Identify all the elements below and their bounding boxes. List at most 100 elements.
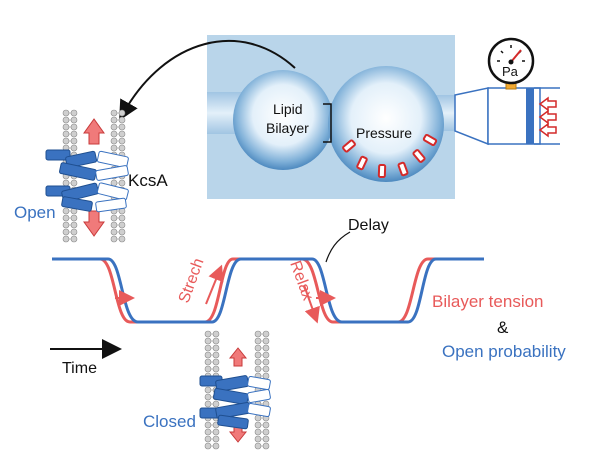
lipid-head — [254, 358, 262, 366]
lipid-head — [70, 221, 78, 229]
transfer-arrow — [119, 39, 296, 121]
lipid-head — [204, 393, 212, 401]
lipid-head — [70, 137, 78, 145]
lipid-head — [62, 137, 70, 145]
lipid-head — [118, 228, 126, 236]
open-channel-icon: KcsA Open — [14, 118, 168, 237]
closed-label: Closed — [143, 412, 196, 431]
stretch-label: Strech — [176, 256, 208, 305]
left-droplet — [233, 70, 333, 170]
lipid-head — [70, 228, 78, 236]
right-droplet — [328, 66, 444, 182]
lipid-head — [254, 365, 262, 373]
lipid-head — [262, 344, 270, 352]
lipid-head — [212, 428, 220, 436]
lipid-head — [262, 358, 270, 366]
lipid-head — [262, 337, 270, 345]
relax-label: Relax — [286, 259, 316, 303]
lipid-head — [70, 116, 78, 124]
lipid-head — [254, 337, 262, 345]
lipid-head — [62, 116, 70, 124]
lipid-head — [110, 235, 118, 243]
lipid-head — [70, 214, 78, 222]
open-probability-curve — [52, 257, 484, 324]
lipid-head — [70, 123, 78, 131]
lipid-head — [62, 214, 70, 222]
lipid-head — [110, 228, 118, 236]
lipid-head — [262, 428, 270, 436]
lipid-label: Lipid — [273, 101, 303, 117]
lipid-head — [204, 330, 212, 338]
delay-plot: Strech Relax Delay Time Bilayer tension … — [50, 217, 566, 377]
stretch-arrow — [205, 264, 224, 305]
lipid-head — [262, 372, 270, 380]
lipid-head — [110, 214, 118, 222]
lipid-head — [70, 179, 78, 187]
bilayer-label: Bilayer — [266, 120, 309, 136]
lipid-head — [212, 351, 220, 359]
bilayer-bracket — [323, 103, 332, 143]
lipid-head — [262, 435, 270, 443]
pressure-label: Pressure — [356, 125, 412, 141]
lipid-head — [212, 400, 220, 408]
lipid-head — [62, 228, 70, 236]
lipid-head — [110, 116, 118, 124]
lipid-head — [110, 221, 118, 229]
kcsa-label: KcsA — [128, 171, 168, 190]
lipid-head — [204, 365, 212, 373]
lipid-head — [212, 330, 220, 338]
legend-open: Open probability — [442, 342, 566, 361]
lipid-head — [262, 365, 270, 373]
lipid-head — [262, 421, 270, 429]
lipid-head — [212, 442, 220, 450]
lipid-head — [254, 421, 262, 429]
lipid-head — [118, 179, 126, 187]
lipid-head — [62, 179, 70, 187]
push-arrows — [538, 96, 557, 138]
lipid-head — [204, 358, 212, 366]
lipid-head — [204, 428, 212, 436]
delay-leader — [325, 231, 351, 263]
lipid-head — [70, 144, 78, 152]
delay-label: Delay — [348, 217, 389, 234]
lipid-head — [254, 330, 262, 338]
lipid-head — [110, 123, 118, 131]
lipid-head — [212, 358, 220, 366]
lipid-head — [212, 365, 220, 373]
open-label: Open — [14, 203, 56, 222]
lipid-head — [110, 144, 118, 152]
lipid-head — [70, 235, 78, 243]
pressure-pump: Pa — [454, 37, 560, 146]
microscope-photo: Lipid Bilayer Pressure — [207, 35, 455, 199]
gauge-unit-label: Pa — [502, 64, 519, 79]
lipid-head — [118, 130, 126, 138]
lipid-head — [262, 442, 270, 450]
lipid-head — [118, 123, 126, 131]
pressure-markers — [342, 133, 438, 179]
lipid-head — [118, 235, 126, 243]
lipid-head — [204, 435, 212, 443]
lipid-head — [254, 414, 262, 422]
lipid-head — [254, 442, 262, 450]
lipid-head — [62, 123, 70, 131]
lipid-head — [62, 109, 70, 117]
lipid-head — [204, 344, 212, 352]
time-label: Time — [62, 360, 97, 377]
lipid-head — [110, 130, 118, 138]
lipid-head — [70, 130, 78, 138]
lipid-head — [212, 337, 220, 345]
lipid-head — [110, 137, 118, 145]
lipid-head — [118, 137, 126, 145]
lipid-head — [254, 351, 262, 359]
closed-channel-icon: Closed — [143, 347, 271, 443]
lipid-head — [212, 435, 220, 443]
lipid-head — [118, 116, 126, 124]
legend-tension: Bilayer tension — [432, 292, 544, 311]
lipid-head — [110, 109, 118, 117]
lipid-head — [254, 435, 262, 443]
lipid-head — [254, 428, 262, 436]
lipid-head — [62, 235, 70, 243]
lipid-head — [262, 351, 270, 359]
lipid-head — [204, 351, 212, 359]
lipid-head — [204, 442, 212, 450]
